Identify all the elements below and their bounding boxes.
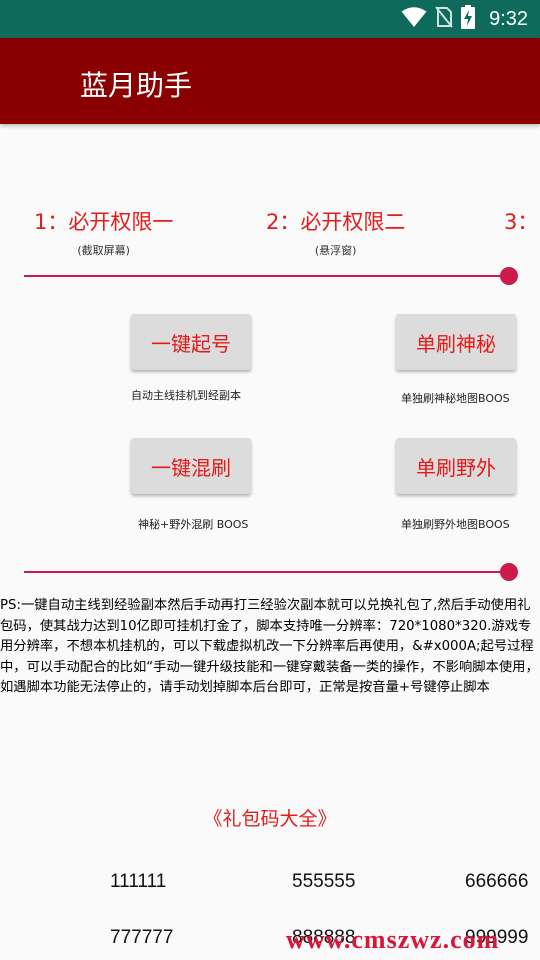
solo-mystery-desc: 单独刷神秘地图BOOS bbox=[401, 392, 510, 405]
wifi-icon bbox=[401, 6, 427, 32]
gift-code: 111111 bbox=[110, 871, 167, 892]
permission-step-1-subtitle: (截取屏幕) bbox=[77, 244, 130, 257]
solo-wild-button[interactable]: 单刷野外 bbox=[396, 438, 516, 494]
permission-step-1-title: 1：必开权限一 bbox=[34, 210, 174, 234]
slider-2-thumb[interactable] bbox=[500, 563, 518, 581]
app-title: 蓝月助手 bbox=[80, 69, 193, 102]
one-key-mixed-button[interactable]: 一键混刷 bbox=[131, 438, 251, 494]
permission-step-2[interactable]: 2：必开权限二 (悬浮窗) bbox=[266, 206, 405, 258]
status-time: 9:32 bbox=[489, 7, 528, 30]
one-key-start-button[interactable]: 一键起号 bbox=[131, 314, 251, 370]
one-key-start-desc: 自动主线挂机到经副本 bbox=[131, 389, 241, 402]
gift-code: 555555 bbox=[292, 871, 356, 892]
ps-instructions-text: PS:一键自动主线到经验副本然后手动再打三经验次副本就可以兑换礼包了,然后手动使… bbox=[0, 598, 539, 695]
one-key-mixed-desc: 神秘+野外混刷 BOOS bbox=[138, 518, 249, 531]
app-bar: 蓝月助手 bbox=[0, 38, 540, 124]
solo-mystery-button[interactable]: 单刷神秘 bbox=[396, 314, 516, 370]
gift-code: 666666 bbox=[465, 871, 529, 892]
slider-2[interactable] bbox=[24, 562, 518, 582]
slider-1-track bbox=[24, 275, 508, 277]
gift-codes-title: 《礼包码大全》 bbox=[203, 808, 337, 830]
gift-code: 777777 bbox=[110, 927, 174, 948]
status-bar: 9:32 bbox=[0, 0, 540, 38]
battery-charging-icon bbox=[461, 5, 476, 33]
slider-2-track bbox=[24, 571, 508, 573]
slider-1-thumb[interactable] bbox=[500, 267, 518, 285]
permission-step-2-title: 2：必开权限二 bbox=[266, 210, 406, 234]
permission-step-1[interactable]: 1：必开权限一 (截取屏幕) bbox=[34, 206, 173, 258]
slider-1[interactable] bbox=[24, 266, 518, 286]
gift-code: 888888 bbox=[292, 927, 356, 948]
no-sim-icon bbox=[435, 6, 453, 32]
solo-wild-desc: 单独刷野外地图BOOS bbox=[401, 518, 510, 531]
watermark: www.cmszwz.com bbox=[286, 925, 500, 954]
permission-step-2-subtitle: (悬浮窗) bbox=[314, 244, 357, 257]
permission-step-3[interactable]: 3： bbox=[504, 206, 540, 236]
permission-step-3-title: 3： bbox=[504, 210, 539, 234]
gift-code: 999999 bbox=[465, 927, 529, 948]
